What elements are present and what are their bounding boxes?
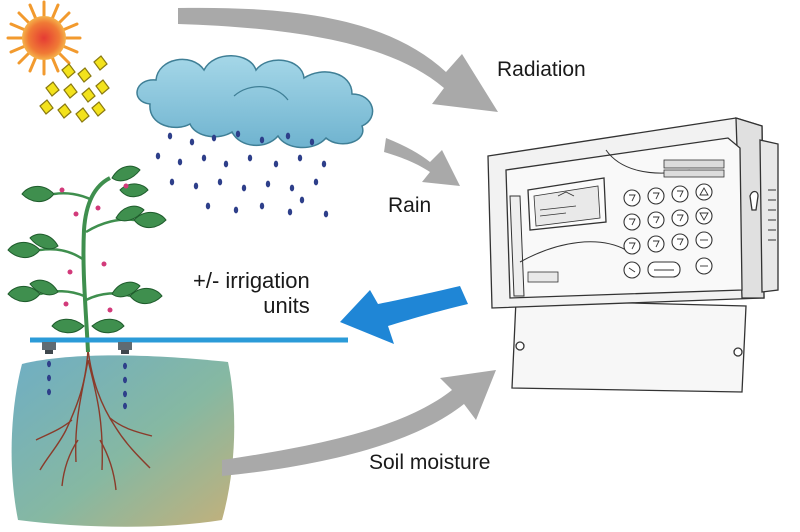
cloud-icon [136,55,374,149]
rain-arrow [384,138,460,186]
soil-icon [11,355,235,527]
soil-moisture-label: Soil moisture [369,451,491,474]
sunbeam-icon [39,55,110,123]
rain-drops [155,130,329,218]
sun-icon [6,0,82,76]
irrigation-units-arrow [340,286,468,344]
soil-moisture-arrow [222,370,496,476]
dripper-icon [42,342,132,410]
roots-icon [35,349,153,491]
rain-label: Rain [388,194,432,217]
radiation-arrow [178,7,498,113]
irrigation-units-label: +/- irrigation units [193,268,310,318]
irrigation-label-line2: units [263,293,310,318]
irrigation-controller-icon [487,117,779,393]
plant-icon [7,165,167,353]
irrigation-label-line1: +/- irrigation [193,268,310,293]
radiation-label: Radiation [497,58,586,81]
